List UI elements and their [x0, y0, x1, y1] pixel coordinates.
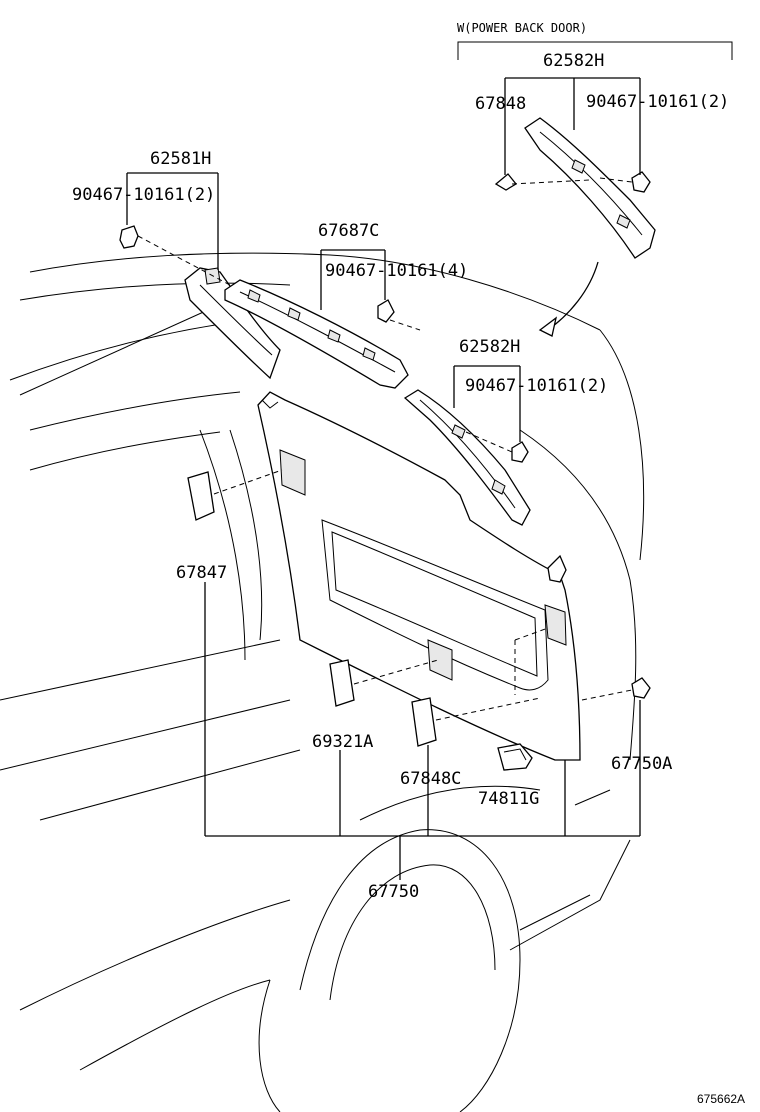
label-62582h-top: 62582H [543, 51, 604, 71]
leader-lines [126, 41, 733, 880]
label-67750a: 67750A [611, 754, 672, 774]
label-clip-top-right: 90467-10161(2) [586, 92, 729, 112]
label-62581h: 62581H [150, 149, 211, 169]
back-door-trim-panel [257, 391, 581, 761]
label-clip-mid-right: 90467-10161(2) [465, 376, 608, 396]
reference-code: 675662A [697, 1092, 745, 1106]
side-garnish-right-mid [403, 389, 531, 526]
guide-lines [137, 177, 633, 721]
label-69321a: 69321A [312, 732, 373, 752]
hole-cover-67848c [411, 697, 437, 747]
hole-cover-67847 [187, 471, 215, 521]
label-67848: 67848 [475, 94, 526, 114]
label-62582h-mid: 62582H [459, 337, 520, 357]
label-67848c: 67848C [400, 769, 461, 789]
label-74811g: 74811G [478, 789, 539, 809]
label-clip-left: 90467-10161(2) [72, 185, 215, 205]
pull-handle-74811g [497, 743, 533, 771]
pillar-garnish-left [184, 267, 281, 380]
label-67687c: 67687C [318, 221, 379, 241]
side-garnish-power-door [524, 117, 656, 259]
clip-cover-67848 [494, 173, 517, 191]
arrow-icon [538, 261, 599, 337]
variant-note: W(POWER BACK DOOR) [457, 21, 587, 35]
lamp-bracket [547, 554, 567, 583]
hole-cover-69321a [329, 659, 355, 707]
upper-back-door-trim [224, 279, 409, 389]
label-67847: 67847 [176, 563, 227, 583]
label-67750: 67750 [368, 882, 419, 902]
label-clip-center: 90467-10161(4) [325, 261, 468, 281]
vehicle-body-outline [0, 252, 645, 1112]
